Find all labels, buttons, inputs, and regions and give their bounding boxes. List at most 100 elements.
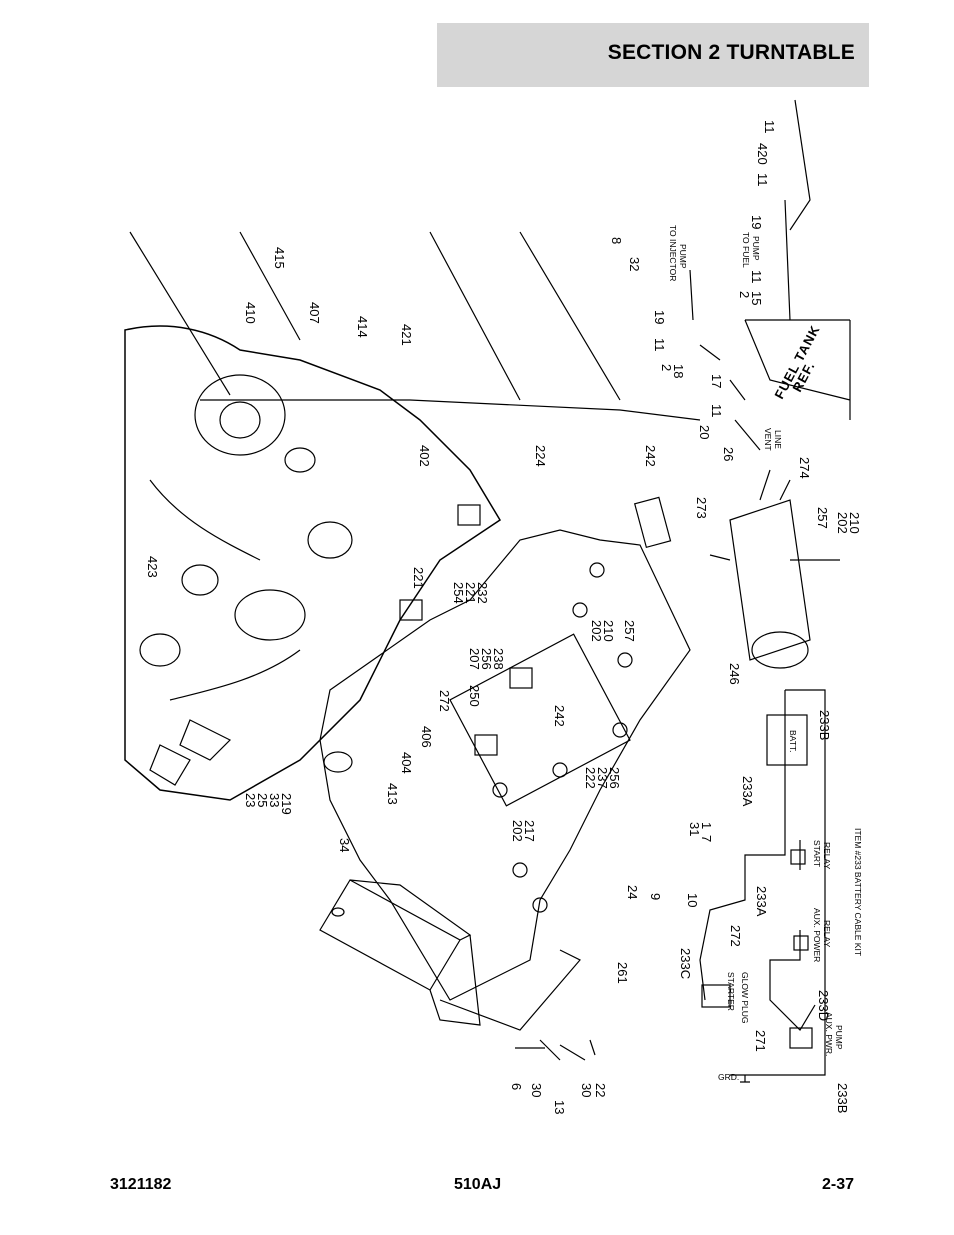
callout: 32 bbox=[627, 257, 642, 271]
callout: 10 bbox=[685, 893, 700, 907]
callout: 274 bbox=[797, 457, 812, 479]
section-header: SECTION 2 TURNTABLE bbox=[437, 23, 869, 87]
callout: 233B bbox=[835, 1083, 850, 1113]
label-glow-plug: GLOW PLUG bbox=[740, 972, 750, 1023]
callout: 415 bbox=[272, 247, 287, 269]
callout: 8 bbox=[609, 237, 624, 244]
callout: 11 bbox=[709, 404, 724, 418]
label-batt: BATT. bbox=[788, 730, 798, 753]
label-aux-pwr-pump-2: PUMP bbox=[834, 1025, 844, 1050]
label-start-relay: START bbox=[812, 840, 822, 867]
callout: 22 bbox=[593, 1083, 608, 1097]
callout: 11 bbox=[749, 270, 764, 284]
model-name: 510AJ bbox=[454, 1176, 502, 1193]
callout: 233C bbox=[678, 948, 693, 979]
callout: 202 bbox=[835, 512, 850, 534]
label-starter: STARTER bbox=[726, 972, 736, 1011]
callout: 232 bbox=[475, 582, 490, 604]
callout: 246 bbox=[727, 663, 742, 685]
callout: 242 bbox=[643, 445, 658, 467]
callout: 13 bbox=[552, 1100, 567, 1114]
callout: 1 bbox=[699, 822, 714, 829]
note-to-fuel-pump-2: PUMP bbox=[751, 236, 761, 261]
note-to-injector-pump-2: PUMP bbox=[678, 244, 688, 269]
callout: 31 bbox=[687, 822, 702, 836]
callout: 219 bbox=[279, 793, 294, 815]
callout: 210 bbox=[847, 512, 862, 534]
callout: 237 bbox=[595, 767, 610, 789]
callout: 272 bbox=[437, 690, 452, 712]
label-start-relay-2: RELAY bbox=[822, 842, 832, 870]
label-kit-title: ITEM #233 BATTERY CABLE KIT bbox=[853, 828, 863, 956]
callout: 257 bbox=[622, 620, 637, 642]
callout: 238 bbox=[491, 648, 506, 670]
wiring-labels: BATT. START RELAY AUX. POWER RELAY START… bbox=[718, 730, 863, 1082]
callout: 272 bbox=[728, 925, 743, 947]
label-aux-pwr-pump: AUX. PWR. bbox=[824, 1012, 834, 1056]
callout: 11 bbox=[762, 120, 777, 134]
callout: 233D bbox=[816, 990, 831, 1021]
callout: 19 bbox=[652, 310, 667, 324]
diagram-notes: TO INJECTOR PUMP TO FUEL PUMP VENT LINE … bbox=[668, 225, 823, 451]
callout: 6 bbox=[509, 1083, 524, 1090]
callout: 421 bbox=[399, 324, 414, 346]
callout: 19 bbox=[749, 215, 764, 229]
callout: 221 bbox=[411, 567, 426, 589]
callout: 24 bbox=[625, 885, 640, 899]
callout: 233B bbox=[817, 710, 832, 740]
callout: 30 bbox=[579, 1083, 594, 1097]
note-vent-line: VENT bbox=[763, 428, 773, 451]
callout: 254 bbox=[451, 582, 466, 604]
callout: 410 bbox=[243, 302, 258, 324]
callout: 222 bbox=[583, 767, 598, 789]
callout: 202 bbox=[510, 820, 525, 842]
callout: 423 bbox=[145, 556, 160, 578]
callout: 257 bbox=[815, 507, 830, 529]
callout: 23 bbox=[243, 793, 258, 807]
callout: 233A bbox=[740, 776, 755, 807]
callout: 18 bbox=[671, 364, 686, 378]
callout: 233A bbox=[754, 886, 769, 917]
callout: 34 bbox=[337, 838, 352, 852]
callout: 404 bbox=[399, 752, 414, 774]
callout: 11 bbox=[652, 338, 667, 352]
callout: 273 bbox=[694, 497, 709, 519]
callout: 242 bbox=[552, 705, 567, 727]
callout: 224 bbox=[533, 445, 548, 467]
label-aux-power-relay-2: RELAY bbox=[822, 920, 832, 948]
label-aux-power-relay: AUX. POWER bbox=[812, 908, 822, 962]
note-vent-line-2: LINE bbox=[773, 430, 783, 449]
callout: 26 bbox=[721, 447, 736, 461]
label-grd: GRD. bbox=[718, 1072, 739, 1082]
callout: 217 bbox=[522, 820, 537, 842]
callout: 2 bbox=[737, 291, 752, 298]
section-title: SECTION 2 TURNTABLE bbox=[607, 41, 855, 64]
callout: 256 bbox=[607, 767, 622, 789]
page-number: 2-37 bbox=[822, 1176, 855, 1193]
callout: 33 bbox=[267, 793, 282, 807]
callout: 420 bbox=[755, 143, 770, 165]
callout: 407 bbox=[307, 302, 322, 324]
callout: 413 bbox=[385, 783, 400, 805]
callout: 250 bbox=[467, 685, 482, 707]
callout: 414 bbox=[355, 316, 370, 338]
callout: 11 bbox=[755, 173, 770, 187]
callout: 30 bbox=[529, 1083, 544, 1097]
callout-labels: 410 415 407 414 421 402 224 242 423 221 … bbox=[145, 120, 862, 1114]
callout: 202 bbox=[589, 620, 604, 642]
callout: 261 bbox=[615, 962, 630, 984]
callout: 402 bbox=[417, 445, 432, 467]
callout: 20 bbox=[697, 425, 712, 439]
callout: 221 bbox=[463, 582, 478, 604]
note-to-injector-pump: TO INJECTOR bbox=[668, 225, 678, 281]
callout: 207 bbox=[467, 648, 482, 670]
callout: 15 bbox=[749, 291, 764, 305]
callout: 2 bbox=[659, 364, 674, 371]
callout: 256 bbox=[479, 648, 494, 670]
callout: 7 bbox=[699, 835, 714, 842]
callout: 406 bbox=[419, 726, 434, 748]
callout: 271 bbox=[753, 1030, 768, 1052]
doc-number: 3121182 bbox=[110, 1176, 172, 1193]
